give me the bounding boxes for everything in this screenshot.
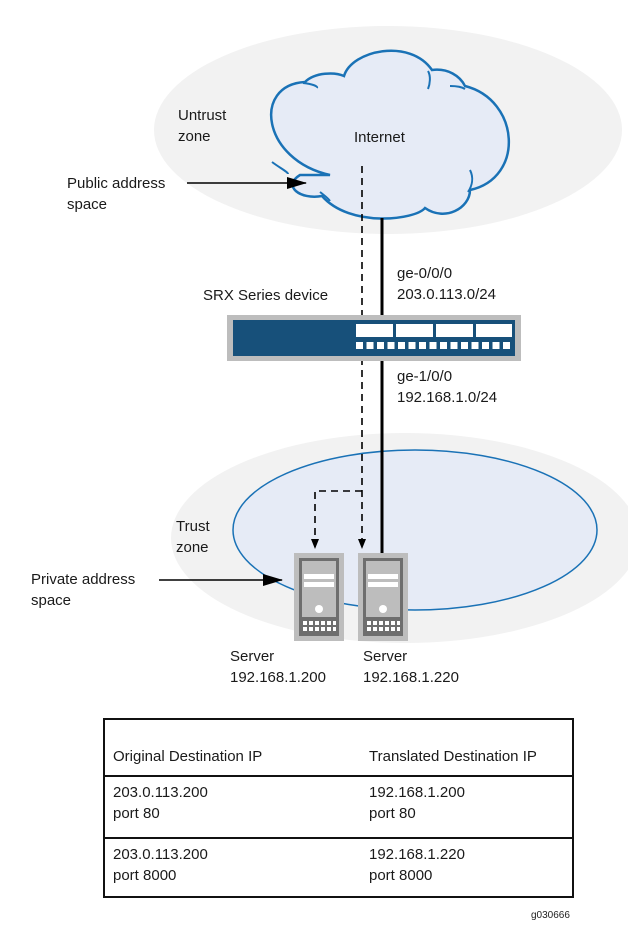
interface-bottom-name: ge-1/0/0 bbox=[397, 368, 453, 385]
device-port bbox=[356, 342, 363, 349]
cloud-detail bbox=[271, 161, 289, 175]
server-1-ip: 192.168.1.200 bbox=[230, 669, 326, 686]
original-ip: 203.0.113.200 bbox=[113, 784, 208, 801]
trust-zone-label-2: zone bbox=[176, 539, 209, 556]
device-port bbox=[503, 342, 510, 349]
device-port bbox=[429, 342, 437, 349]
server-icon bbox=[294, 553, 344, 641]
trust-zone-label-1: Trust bbox=[176, 518, 210, 535]
trust-zone-inner-ellipse bbox=[232, 449, 598, 611]
interface-top-subnet: 203.0.113.0/24 bbox=[397, 286, 496, 303]
device-port bbox=[387, 342, 395, 349]
device-port bbox=[482, 342, 489, 349]
table-header-original: Original Destination IP bbox=[113, 748, 263, 765]
device-port bbox=[408, 342, 416, 349]
table-header-row: Original Destination IP Translated Desti… bbox=[105, 720, 572, 776]
interface-bottom-subnet: 192.168.1.0/24 bbox=[397, 389, 498, 406]
translated-ip: 192.168.1.200 bbox=[369, 784, 465, 801]
cloud-detail bbox=[319, 191, 331, 202]
device-port bbox=[450, 342, 458, 349]
device-port bbox=[492, 342, 500, 349]
original-ip: 203.0.113.200 bbox=[113, 846, 208, 863]
table-divider bbox=[105, 837, 572, 839]
server-icon bbox=[358, 553, 408, 641]
original-port: port 8000 bbox=[113, 867, 177, 884]
server-1-label: Server bbox=[230, 648, 275, 665]
interface-top-name: ge-0/0/0 bbox=[397, 265, 453, 282]
original-port: port 80 bbox=[113, 805, 160, 822]
device-port bbox=[366, 342, 374, 349]
srx-ports-large bbox=[356, 324, 512, 337]
server-2-label: Server bbox=[363, 648, 408, 665]
device-port bbox=[377, 342, 384, 349]
device-port bbox=[471, 342, 479, 349]
public-address-label-1: Public address bbox=[67, 175, 166, 192]
untrust-zone-label-1: Untrust bbox=[178, 107, 227, 124]
translated-port: port 80 bbox=[369, 805, 416, 822]
traffic-path-dashed-branch bbox=[311, 490, 362, 549]
srx-ports-small bbox=[356, 342, 510, 349]
table-row: 203.0.113.200 port 8000 192.168.1.220 po… bbox=[105, 839, 572, 899]
figure-id: g030666 bbox=[531, 910, 570, 921]
table-row: 203.0.113.200 port 80 192.168.1.200 port… bbox=[105, 777, 572, 837]
private-address-label-1: Private address bbox=[31, 571, 136, 588]
cloud-detail bbox=[467, 169, 474, 193]
server-2-ip: 192.168.1.220 bbox=[363, 669, 459, 686]
cloud-detail bbox=[427, 70, 431, 90]
nat-translation-table: Original Destination IP Translated Desti… bbox=[103, 718, 574, 898]
table-divider bbox=[105, 775, 572, 777]
translated-port: port 8000 bbox=[369, 867, 433, 884]
public-address-label-2: space bbox=[67, 196, 108, 213]
untrust-zone-label-2: zone bbox=[178, 128, 211, 145]
device-port bbox=[461, 342, 468, 349]
translated-ip: 192.168.1.220 bbox=[369, 846, 465, 863]
internet-label: Internet bbox=[354, 129, 405, 146]
private-address-label-2: space bbox=[31, 592, 72, 609]
cloud-detail bbox=[449, 85, 466, 90]
device-port bbox=[398, 342, 405, 349]
table-header-translated: Translated Destination IP bbox=[369, 748, 537, 765]
cloud-detail bbox=[302, 82, 319, 89]
device-port bbox=[440, 342, 447, 349]
device-port bbox=[419, 342, 426, 349]
device-label: SRX Series device bbox=[203, 287, 329, 304]
